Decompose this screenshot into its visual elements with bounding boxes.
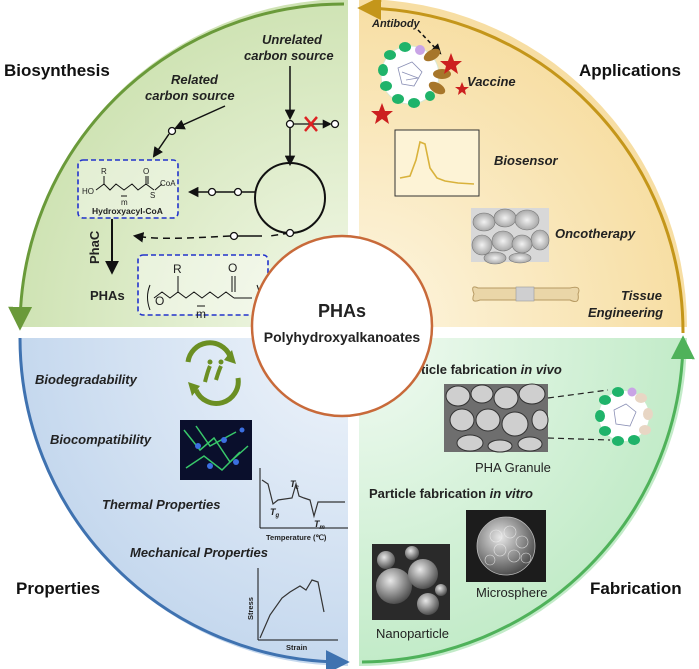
thermal-properties-label: Thermal Properties — [102, 497, 221, 512]
cycle-node-1 — [233, 187, 243, 197]
polymer-atom-r: R — [173, 262, 182, 276]
phas-product-label: PHAs — [90, 288, 125, 303]
center-subtitle: Polyhydroxyalkanoates — [264, 329, 421, 345]
bone-scaffold-icon — [472, 286, 580, 302]
related-node — [167, 126, 177, 136]
tissue-engineering-label-1: Tissue — [621, 288, 662, 303]
biosynthesis-arc-arrow — [8, 2, 345, 331]
phac-label: PhaC — [87, 230, 102, 264]
properties-arc-arrow — [18, 337, 350, 669]
microsphere-label: Microsphere — [476, 585, 548, 600]
hydroxyacyl-coa-label: Hydroxyacyl-CoA — [92, 206, 163, 216]
unrelated-carbon-source-label-1: Unrelated — [262, 32, 323, 47]
temperature-axis-label: Temperature (℃) — [266, 533, 327, 542]
biocompatibility-label: Biocompatibility — [50, 432, 152, 447]
oncotherapy-cells-icon — [471, 208, 550, 265]
tissue-engineering-label-2: Engineering — [588, 305, 663, 320]
in-vitro-heading: Particle fabrication in vitro — [369, 486, 533, 501]
fabrication-title: Fabrication — [590, 579, 682, 598]
coa-atom-ho: HO — [82, 187, 94, 196]
center-circle: PHAs Polyhydroxyalkanoates — [250, 234, 434, 418]
mechanical-properties-label: Mechanical Properties — [130, 545, 268, 560]
pha-granule-micrograph — [444, 383, 549, 453]
fabrication-content: Particle fabrication in vivo — [369, 362, 653, 641]
related-carbon-source-label-2: carbon source — [145, 88, 235, 103]
stress-strain-chart: Stress Strain — [246, 568, 338, 652]
antibody-star-icon — [440, 53, 462, 74]
antibody-star-icon-3 — [455, 82, 469, 95]
biocompatibility-image — [180, 420, 252, 480]
polymer-atom-o-chain: O — [155, 294, 164, 308]
unrelated-node — [285, 119, 295, 129]
biosynthesis-content: Unrelated carbon source Related carbon s… — [77, 32, 340, 321]
tg-label: Tg — [270, 507, 280, 519]
coa-atom-r: R — [101, 167, 107, 176]
antibody-dashed-arrow — [417, 29, 442, 55]
unrelated-carbon-source-label-2: carbon source — [244, 48, 334, 63]
applications-title: Applications — [579, 61, 681, 80]
pha-granule-label: PHA Granule — [475, 460, 551, 475]
cycle-node-3 — [285, 228, 295, 238]
antibody-star-icon-2 — [371, 103, 393, 124]
coa-subscript-m: m — [121, 198, 128, 207]
biosynthesis-title: Biosynthesis — [4, 61, 110, 80]
vaccine-label: Vaccine — [467, 74, 516, 89]
coa-atom-coa: CoA — [160, 179, 176, 188]
tc-label: Tc — [290, 479, 300, 491]
properties-title: Properties — [16, 579, 100, 598]
applications-quadrant — [359, 0, 687, 327]
in-vivo-heading: Particle fabrication in vivo — [400, 362, 562, 377]
antibody-label: Antibody — [371, 18, 421, 30]
nanoparticle-label: Nanoparticle — [376, 626, 449, 641]
microsphere-image — [466, 510, 546, 582]
side-branch-node — [330, 119, 340, 129]
oncotherapy-label: Oncotherapy — [555, 226, 636, 241]
granule-particle-icon — [595, 387, 653, 446]
blocked-pathway-x-icon — [304, 116, 318, 132]
granule-zoom-lines — [547, 389, 611, 441]
polymer-subscript-m: m — [196, 307, 206, 321]
related-to-coa-arrow — [152, 133, 170, 158]
center-title: PHAs — [318, 301, 366, 321]
related-carbon-source-label-1: Related — [171, 72, 219, 87]
properties-content: Biodegradability Biocompatibility Therma… — [35, 340, 348, 652]
biosensor-chart-icon — [394, 129, 480, 197]
biosensor-label: Biosensor — [494, 153, 559, 168]
cycle-node-4 — [229, 231, 239, 241]
hydroxyacyl-coa-box — [77, 159, 179, 219]
applications-content: Antibody — [371, 18, 663, 320]
biodegradability-label: Biodegradability — [35, 372, 138, 387]
applications-arc-arrow — [357, 0, 685, 334]
fabrication-arc-arrow — [361, 335, 695, 664]
strain-axis-label: Strain — [286, 643, 308, 652]
coa-atom-o: O — [143, 167, 149, 176]
properties-quadrant — [20, 338, 348, 666]
stress-axis-label: Stress — [246, 597, 255, 620]
polymer-atom-o-carbonyl: O — [228, 261, 237, 275]
biosynthesis-quadrant — [20, 0, 348, 327]
coa-atom-s: S — [150, 191, 155, 200]
hydroxyacyl-coa-structure — [95, 176, 163, 197]
dsc-thermogram-chart: Tg Tc Tm Temperature (℃) — [259, 468, 348, 542]
cycle-node-2 — [207, 187, 217, 197]
recycle-icon — [185, 340, 241, 406]
nanoparticle-image — [372, 544, 450, 620]
vaccine-particle-icon — [371, 42, 469, 124]
related-source-arrow — [174, 105, 226, 130]
tm-label: Tm — [314, 519, 326, 531]
